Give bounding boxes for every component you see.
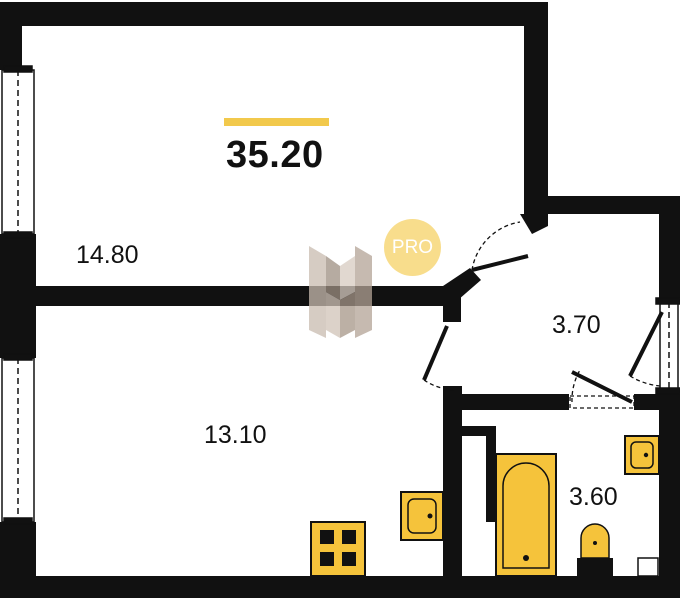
wall-diagonal-upper (520, 214, 548, 234)
wall-left-middle (0, 234, 36, 358)
total-area-accent-bar (224, 118, 329, 126)
wall-right-outer-upper (659, 196, 680, 302)
window-icon (1, 65, 680, 525)
room-area-bathroom: 3.60 (569, 483, 618, 511)
wall-hall-bottom-right (634, 394, 680, 410)
sink-icon (400, 491, 444, 541)
wall-bath-divider-v (486, 426, 496, 522)
wall-bath-divider (462, 426, 496, 436)
pro-badge: PRO (384, 219, 441, 276)
wall-hall-bottom (443, 394, 569, 410)
wall-right-outer-lower (659, 390, 680, 598)
bathtub-icon (495, 453, 557, 577)
wall-bottom (0, 576, 680, 598)
wall-right-upper (524, 2, 548, 214)
room-area-upper-room: 14.80 (76, 241, 139, 269)
wall-hall-left (443, 386, 462, 576)
room-area-lower-room: 13.10 (204, 421, 267, 449)
wall-top (0, 2, 548, 26)
door-swing-icon (422, 221, 664, 409)
toilet-icon (577, 523, 613, 576)
wall-annex-top (524, 196, 680, 214)
stove-icon (310, 521, 366, 577)
wall-diagonal (443, 268, 481, 300)
shaft-box (637, 557, 659, 577)
wall-partition-stub (36, 286, 218, 296)
sink-icon (624, 435, 660, 475)
logo-mark-icon (309, 246, 372, 338)
total-area: 35.20 (226, 134, 324, 176)
room-area-hall: 3.70 (552, 311, 601, 339)
wall-left-upper (0, 2, 22, 70)
